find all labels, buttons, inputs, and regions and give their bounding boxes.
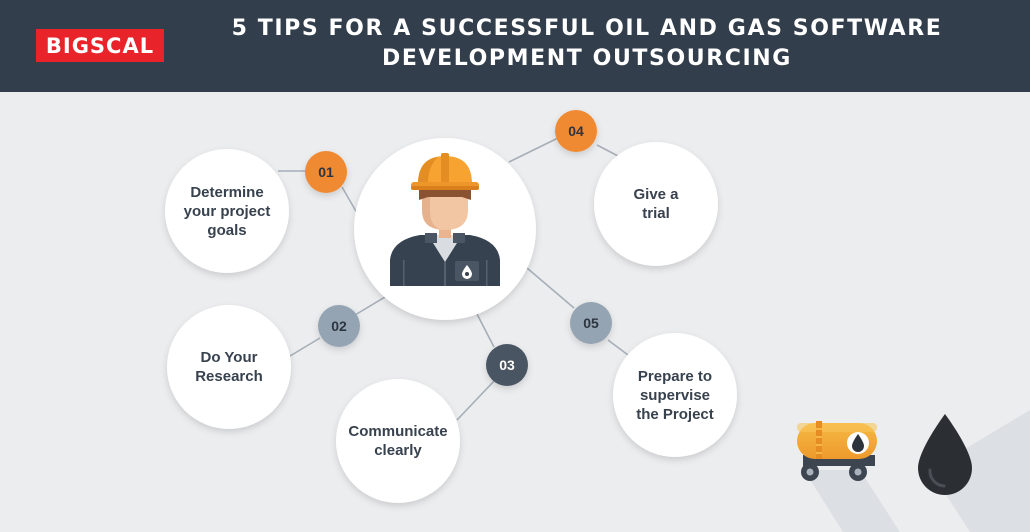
- badge-04-number: 04: [554, 109, 598, 153]
- badge-03-number: 03: [485, 343, 529, 387]
- tip-01-text: Determine your project goals: [177, 171, 277, 251]
- tip-02-text: Do Your Research: [179, 342, 279, 392]
- tip-04-text: Give a trial: [609, 174, 703, 234]
- tip-03-text: Communicate clearly: [343, 416, 453, 466]
- badge-02-number: 02: [317, 304, 361, 348]
- oil-drop-icon: [918, 410, 1030, 532]
- oil-tanker-icon: [797, 421, 905, 532]
- tip-05-text: Prepare to supervise the Project: [628, 365, 722, 425]
- badge-05-number: 05: [569, 301, 613, 345]
- badge-01-number: 01: [304, 150, 348, 194]
